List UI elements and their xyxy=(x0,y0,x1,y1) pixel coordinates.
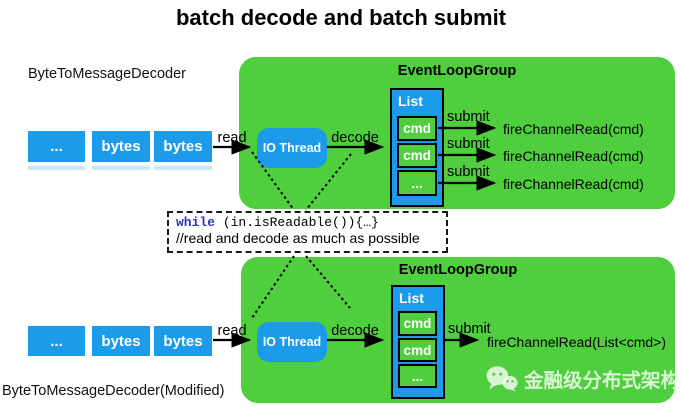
io-thread-box-top: IO Thread xyxy=(257,128,327,168)
buffer-reflection xyxy=(92,166,150,170)
event-loop-group-label-top: EventLoopGroup xyxy=(397,63,517,79)
cmd-box: cmd xyxy=(398,311,437,336)
code-comment: //read and decode as much as possible xyxy=(176,230,420,246)
buffer-reflection xyxy=(28,166,85,170)
byte-buffer-box: bytes xyxy=(92,326,150,356)
watermark: 金融级分布式架构 xyxy=(486,364,680,393)
event-loop-group-label-bottom: EventLoopGroup xyxy=(398,262,518,278)
list-label: List xyxy=(398,93,423,109)
submit-label: submit xyxy=(447,136,490,152)
byte-buffer-box: ... xyxy=(28,326,85,356)
diagram-title: batch decode and batch submit xyxy=(175,5,507,30)
cmd-box: cmd xyxy=(398,338,437,362)
fire-channel-read-label: fireChannelRead(List<cmd>) xyxy=(487,334,666,350)
buffer-reflection xyxy=(154,166,212,170)
fire-channel-read-label: fireChannelRead(cmd) xyxy=(503,148,644,164)
code-keyword: while xyxy=(176,215,216,230)
top-decoder-label: ByteToMessageDecoder xyxy=(28,66,186,82)
fire-channel-read-label: fireChannelRead(cmd) xyxy=(503,176,644,192)
code-line: while (in.isReadable()){…} xyxy=(176,215,439,230)
submit-label: submit xyxy=(448,321,491,337)
cmd-box: ... xyxy=(397,170,437,196)
read-label-bottom: read xyxy=(217,323,247,339)
decode-label-bottom: decode xyxy=(331,323,379,339)
cmd-box: ... xyxy=(398,364,437,388)
io-thread-box-bottom: IO Thread xyxy=(257,322,327,362)
submit-label: submit xyxy=(447,164,490,180)
list-label: List xyxy=(399,290,424,306)
submit-label: submit xyxy=(447,109,490,125)
byte-buffer-box: bytes xyxy=(92,131,150,162)
read-label-top: read xyxy=(217,130,247,146)
bottom-decoder-label: ByteToMessageDecoder(Modified) xyxy=(2,383,225,399)
decode-label-top: decode xyxy=(331,130,379,146)
watermark-text: 金融级分布式架构 xyxy=(524,370,681,392)
wechat-icon xyxy=(486,366,518,392)
byte-buffer-box: ... xyxy=(28,131,85,162)
byte-buffer-box: bytes xyxy=(154,326,212,356)
code-box: while (in.isReadable()){…} //read and de… xyxy=(167,211,448,253)
cmd-box: cmd xyxy=(397,116,437,141)
fire-channel-read-label: fireChannelRead(cmd) xyxy=(503,121,644,137)
cmd-box: cmd xyxy=(397,143,437,168)
byte-buffer-box: bytes xyxy=(154,131,212,162)
code-rest: (in.isReadable()){…} xyxy=(215,215,379,230)
